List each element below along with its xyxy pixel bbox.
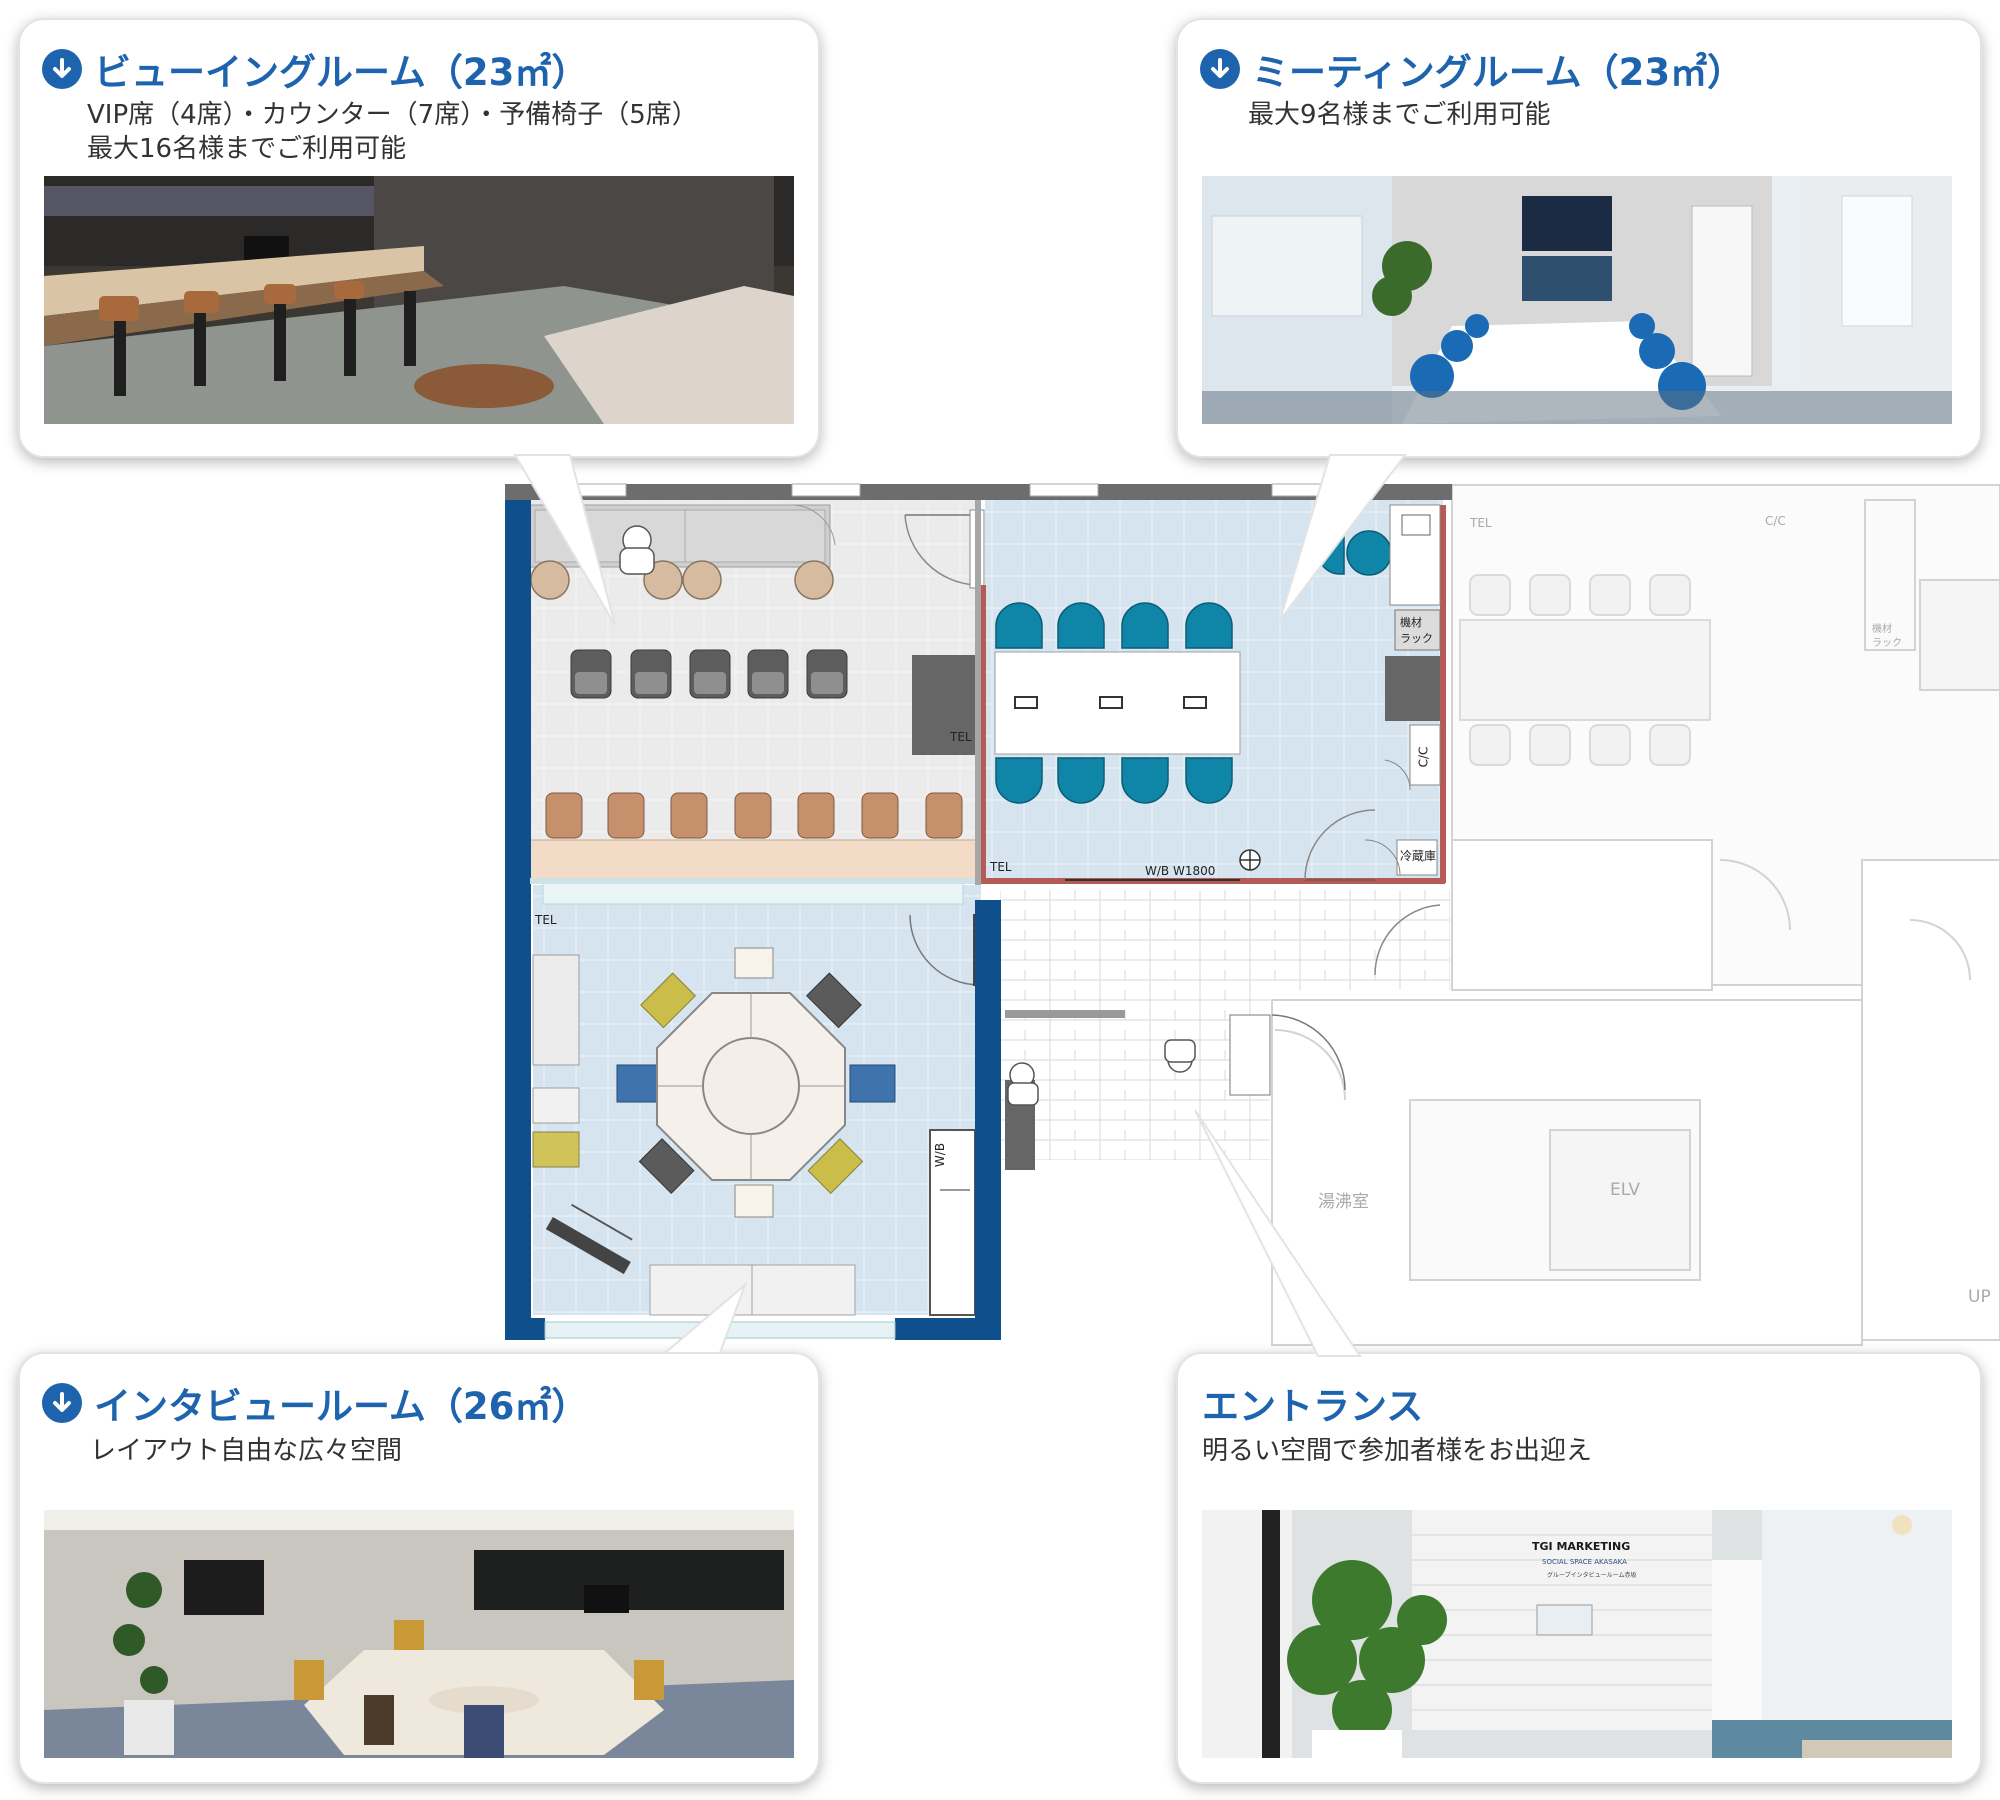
arrow-down-circle-icon <box>42 49 82 89</box>
entrance-title: エントランス <box>1202 1385 1424 1428</box>
equipment-rack-label-1: 機材 <box>1400 616 1422 629</box>
meeting-room-title-row: ミーティングルーム（23㎡） <box>1200 44 1744 94</box>
fridge-label: 冷蔵庫 <box>1400 849 1437 863</box>
equipment-rack-label-faint-1: 機材 <box>1872 624 1892 635</box>
tel-label-meeting: TEL <box>990 860 1012 874</box>
interview-room-title: インタビュールーム（26㎡） <box>94 1385 589 1428</box>
viewing-room-title-row: ビューイングルーム（23㎡） <box>42 44 588 94</box>
wb-w1800-label: W/B W1800 <box>1145 864 1216 878</box>
entrance-card: エントランス 明るい空間で参加者様をお出迎え TGI M <box>1176 1352 1982 1784</box>
entrance-sign-sub: SOCIAL SPACE AKASAKA <box>1542 1558 1627 1566</box>
interview-room-title-row: インタビュールーム（26㎡） <box>42 1378 588 1428</box>
entrance-photo: TGI MARKETING SOCIAL SPACE AKASAKA グループイ… <box>1202 1510 1952 1758</box>
viewing-room-photo <box>44 176 794 424</box>
interview-room-card: インタビュールーム（26㎡） レイアウト自由な広々空間 <box>18 1352 820 1784</box>
meeting-room-title: ミーティングルーム（23㎡） <box>1252 51 1745 94</box>
wall-right <box>975 900 1001 1340</box>
neighbor-plan <box>1271 484 2000 1346</box>
top-wall <box>505 484 1452 500</box>
arrow-down-circle-icon <box>1200 49 1240 89</box>
elevator-label: ELV <box>1610 1180 1640 1200</box>
tel-label-viewing: TEL <box>950 730 972 744</box>
tel-label-interview: TEL <box>535 913 557 927</box>
kettle-room-label: 湯沸室 <box>1318 1192 1369 1212</box>
meeting-room-card: ミーティングルーム（23㎡） 最大9名様までご利用可能 <box>1176 18 1982 458</box>
viewing-room-card: ビューイングルーム（23㎡） VIP席（4席）・カウンター（7席）・予備椅子（5… <box>18 18 820 458</box>
tel-label-faint: TEL <box>1470 516 1492 530</box>
fan-icon <box>1239 849 1261 871</box>
entrance-desc-1: 明るい空間で参加者様をお出迎え <box>1202 1436 1593 1466</box>
entrance-sign-caption: グループインタビュールーム赤坂 <box>1547 1572 1637 1579</box>
viewing-room-desc-2: 最大16名様までご利用可能 <box>87 134 407 164</box>
meeting-room-photo <box>1202 176 1952 424</box>
equipment-rack-label-2: ラック <box>1400 632 1433 645</box>
arrow-down-circle-icon <box>42 1383 82 1423</box>
interview-room-photo <box>44 1510 794 1758</box>
interview-room-desc-1: レイアウト自由な広々空間 <box>90 1436 403 1466</box>
up-label: UP <box>1968 1287 1991 1307</box>
monitor-block <box>912 655 980 755</box>
meeting-room-desc-1: 最大9名様までご利用可能 <box>1248 100 1551 130</box>
equipment-rack-label-faint-2: ラック <box>1872 638 1902 649</box>
entrance-title-row: エントランス <box>1202 1378 1423 1428</box>
entrance-sign-brand: TGI MARKETING <box>1532 1540 1631 1553</box>
cc-label-faint: C/C <box>1765 514 1786 528</box>
viewing-room-title: ビューイングルーム（23㎡） <box>94 51 589 94</box>
viewing-room-desc-1: VIP席（4席）・カウンター（7席）・予備椅子（5席） <box>87 100 698 130</box>
